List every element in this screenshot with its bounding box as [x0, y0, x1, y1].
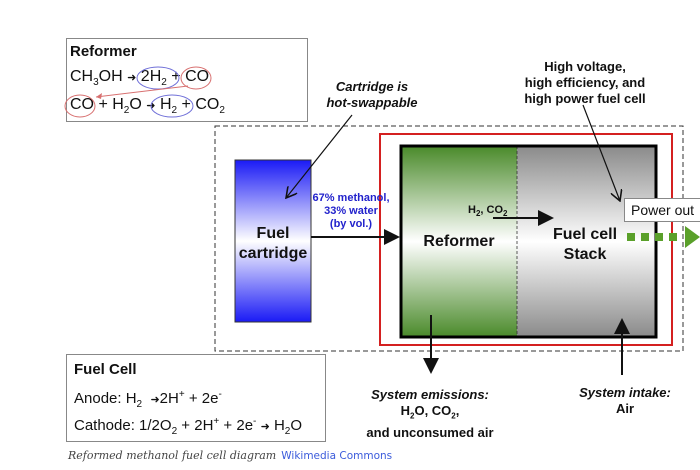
gas-label: H2, CO2: [468, 204, 508, 219]
mixture-note: 67% methanol,33% water(by vol.): [312, 192, 390, 230]
anode-equation: Anode: H2 ➜2H+ + 2e-: [74, 389, 222, 410]
caption-text: Reformed methanol fuel cell diagram: [68, 449, 277, 462]
cartridge-note-arrow: [286, 114, 353, 198]
system-boundary: [214, 125, 684, 352]
reformer-block: [401, 146, 517, 337]
reformer-equation-2: CO + H2O ➜ H2 + CO2: [70, 96, 225, 117]
reformer-equation-highlights: [64, 66, 212, 118]
source-link[interactable]: Wikimedia Commons: [281, 450, 393, 462]
emissions-note: System emissions: H2O, CO2, and unconsum…: [366, 387, 494, 440]
reformer-equation-1: CH3OH ➜ 2H2 + CO: [70, 68, 210, 89]
reformer-equation-box: [66, 38, 308, 122]
fuel-cartridge-block: [234, 159, 312, 323]
reformer-label: Reformer: [423, 233, 495, 250]
power-out-arrow: [627, 226, 700, 248]
fuel-cell-equation-box: [66, 354, 326, 442]
stack-block: [517, 146, 656, 337]
reformer-box-title: Reformer: [70, 43, 137, 60]
cathode-equation: Cathode: 1/2O2 + 2H+ + 2e- ➜ H2O: [74, 416, 303, 437]
fuel-cell-box-title: Fuel Cell: [74, 361, 137, 378]
fuel-cell-note-arrow: [582, 104, 620, 201]
intake-note: System intake: Air: [579, 385, 671, 416]
figure-caption: Reformed methanol fuel cell diagram Wikim…: [68, 449, 392, 462]
power-out-label: Power out: [624, 198, 700, 222]
